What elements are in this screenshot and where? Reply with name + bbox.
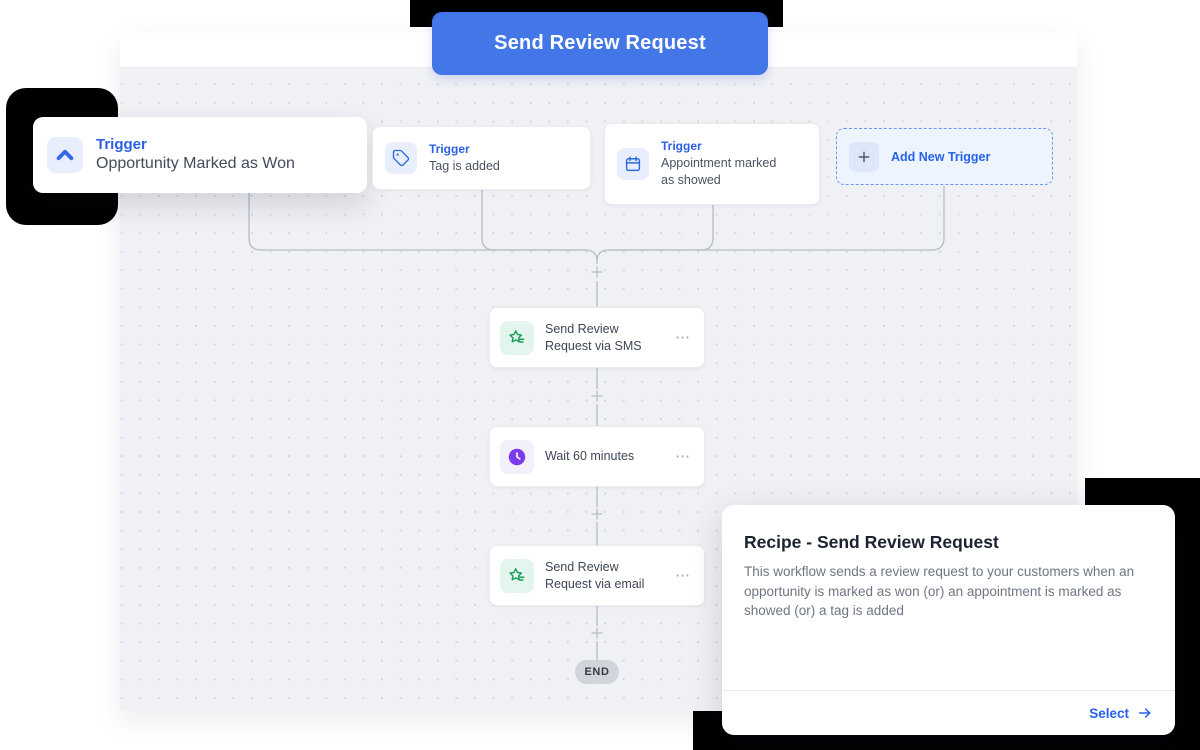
step-name: Send Review Request via SMS bbox=[545, 321, 642, 353]
trigger-card-appointment-showed[interactable]: Trigger Appointment marked as showed bbox=[604, 123, 820, 205]
trigger-card-tag-added[interactable]: Trigger Tag is added bbox=[372, 126, 591, 190]
step-name: Send Review Request via email bbox=[545, 559, 645, 591]
arrow-right-icon bbox=[1138, 708, 1151, 718]
recipe-footer: Select bbox=[722, 691, 1175, 735]
trigger-card-opportunity-won[interactable]: Trigger Opportunity Marked as Won bbox=[33, 117, 367, 193]
trigger-card-text: Trigger Appointment marked as showed bbox=[661, 138, 789, 190]
trigger-name: Tag is added bbox=[429, 158, 500, 173]
workflow-end-badge: END bbox=[575, 660, 619, 684]
recipe-title: Recipe - Send Review Request bbox=[744, 532, 999, 552]
recipe-description: This workflow sends a review request to … bbox=[744, 564, 1135, 619]
calendar-icon bbox=[617, 148, 649, 180]
clock-icon bbox=[500, 439, 534, 474]
step-menu-button[interactable]: ⋯ bbox=[675, 329, 691, 346]
trigger-name: Appointment marked as showed bbox=[661, 155, 777, 188]
review-star-icon bbox=[500, 320, 534, 355]
trigger-card-text: Trigger Tag is added bbox=[429, 141, 500, 175]
chevron-up-icon bbox=[47, 137, 83, 173]
select-label: Select bbox=[1089, 705, 1129, 721]
review-star-icon bbox=[500, 558, 534, 593]
add-new-trigger-button[interactable]: Add New Trigger bbox=[836, 128, 1053, 185]
add-new-trigger-label: Add New Trigger bbox=[891, 149, 991, 164]
step-menu-button[interactable]: ⋯ bbox=[675, 448, 691, 465]
step-name: Wait 60 minutes bbox=[545, 449, 635, 464]
trigger-card-text: Trigger Opportunity Marked as Won bbox=[96, 136, 295, 175]
trigger-type-label: Trigger bbox=[96, 135, 147, 153]
recipe-divider bbox=[722, 690, 1175, 691]
recipe-card: Recipe - Send Review Request This workfl… bbox=[722, 505, 1175, 735]
step-menu-button[interactable]: ⋯ bbox=[675, 567, 691, 584]
send-review-request-banner-button[interactable]: Send Review Request bbox=[432, 12, 768, 75]
tag-icon bbox=[385, 142, 417, 174]
step-card-send-review-sms[interactable]: Send Review Request via SMS ⋯ bbox=[489, 307, 705, 368]
select-recipe-button[interactable]: Select bbox=[1089, 705, 1153, 721]
step-card-wait[interactable]: Wait 60 minutes ⋯ bbox=[489, 426, 705, 487]
step-card-send-review-email[interactable]: Send Review Request via email ⋯ bbox=[489, 545, 705, 606]
trigger-name: Opportunity Marked as Won bbox=[96, 155, 295, 173]
trigger-type-label: Trigger bbox=[429, 141, 470, 156]
plus-icon bbox=[849, 141, 879, 172]
trigger-type-label: Trigger bbox=[661, 139, 702, 154]
